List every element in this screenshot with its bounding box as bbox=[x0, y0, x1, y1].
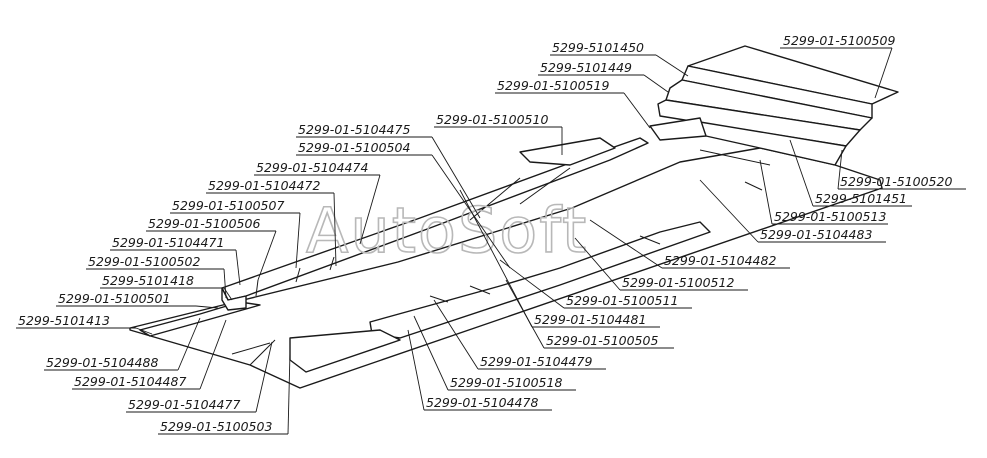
panel-seams bbox=[231, 149, 771, 366]
leader-line bbox=[255, 341, 273, 413]
leader-line bbox=[789, 139, 814, 207]
leader-line bbox=[643, 74, 669, 93]
leader-line bbox=[359, 174, 381, 245]
leader-line bbox=[257, 230, 277, 281]
part-label: 5299-01-5100512 bbox=[622, 275, 734, 290]
part-label: 5299-01-5100507 bbox=[172, 198, 284, 213]
leader-line bbox=[574, 237, 621, 291]
leader-line bbox=[433, 299, 479, 370]
part-label: 5299-01-5100518 bbox=[450, 375, 562, 390]
part-label: 5299-01-5104472 bbox=[208, 178, 320, 193]
rear-step-face-2 bbox=[665, 79, 873, 131]
part-label: 5299-01-5104487 bbox=[74, 374, 186, 389]
part-label: 5299-01-5100509 bbox=[783, 33, 895, 48]
part-label: 5299-5101449 bbox=[540, 60, 632, 75]
part-label: 5299-01-5104478 bbox=[426, 395, 538, 410]
leader-line bbox=[499, 259, 565, 309]
part-label: 5299-01-5100505 bbox=[546, 333, 658, 348]
left-channel-side bbox=[221, 287, 247, 311]
part-label: 5299-01-5100501 bbox=[58, 291, 170, 306]
part-label: 5299-01-5104482 bbox=[664, 253, 776, 268]
part-label: 5299-01-5100506 bbox=[148, 216, 260, 231]
leader-line bbox=[589, 219, 663, 269]
part-label: 5299-01-5100511 bbox=[566, 293, 678, 308]
leader-line bbox=[135, 327, 153, 335]
part-label: 5299-5101413 bbox=[18, 313, 110, 328]
leader-line bbox=[759, 159, 773, 225]
leader-line bbox=[295, 212, 301, 269]
part-label: 5299-5101450 bbox=[552, 40, 644, 55]
leader-line bbox=[287, 351, 291, 435]
leader-line bbox=[199, 319, 227, 390]
part-labels: 5299-01-5100509 5299-5101450 5299-5101449 5… bbox=[18, 33, 952, 434]
leader-line bbox=[874, 47, 893, 99]
leader-line bbox=[223, 268, 227, 299]
leader-line bbox=[195, 305, 219, 309]
rear-step-face-3 bbox=[657, 99, 861, 147]
leader-line bbox=[235, 249, 241, 286]
leader-line bbox=[413, 315, 449, 391]
part-label: 5299-01-5104481 bbox=[534, 312, 646, 327]
leader-line bbox=[177, 317, 201, 371]
part-label: 5299-01-5104477 bbox=[128, 397, 240, 412]
leader-line bbox=[223, 287, 233, 301]
leader-line bbox=[505, 279, 545, 349]
part-label: 5299-01-5100503 bbox=[160, 419, 272, 434]
part-label: 5299-01-5100510 bbox=[436, 112, 548, 127]
part-label: 5299-01-5104488 bbox=[46, 355, 158, 370]
part-label: 5299-01-5104483 bbox=[760, 227, 872, 242]
leader-lines bbox=[16, 47, 966, 435]
part-label: 5299-5101418 bbox=[102, 273, 194, 288]
part-label: 5299-01-5104479 bbox=[480, 354, 592, 369]
leader-line bbox=[655, 54, 689, 77]
part-label: 5299-5101451 bbox=[815, 191, 907, 206]
leader-line bbox=[333, 192, 337, 267]
part-label: 5299-01-5100504 bbox=[298, 140, 410, 155]
leader-line bbox=[407, 329, 425, 411]
part-label: 5299-01-5104471 bbox=[112, 235, 224, 250]
part-label: 5299-01-5104475 bbox=[298, 122, 410, 137]
leader-line bbox=[623, 92, 651, 129]
part-label: 5299-01-5100502 bbox=[88, 254, 200, 269]
rear-bracket bbox=[649, 117, 707, 141]
part-label: 5299-01-5100520 bbox=[840, 174, 952, 189]
leader-line bbox=[699, 179, 759, 243]
part-label: 5299-01-5104474 bbox=[256, 160, 368, 175]
leader-line bbox=[431, 136, 481, 219]
centre-raised-panel bbox=[519, 137, 616, 166]
part-label: 5299-01-5100513 bbox=[774, 209, 886, 224]
leader-line bbox=[837, 149, 843, 190]
floor-parts bbox=[129, 45, 899, 389]
watermark: AutoSoft bbox=[306, 194, 588, 267]
part-label: 5299-01-5100519 bbox=[497, 78, 609, 93]
